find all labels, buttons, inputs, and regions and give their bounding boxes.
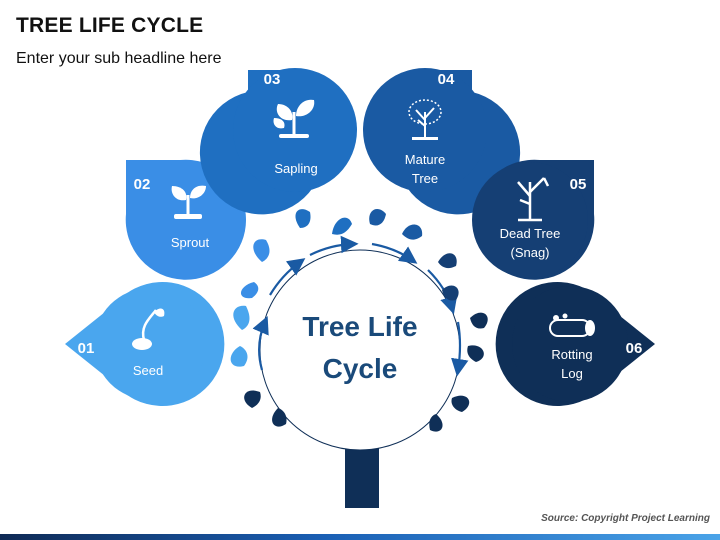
mature-tree-icon: [408, 99, 442, 140]
stage-label-line1: Seed: [133, 363, 163, 378]
sprout-icon: [171, 185, 206, 219]
stage-label-line2: Tree: [412, 171, 438, 186]
rotting-log-icon: [549, 313, 595, 337]
leaf: [442, 285, 459, 301]
stage-label-line1: Rotting: [551, 347, 592, 362]
leaf: [429, 414, 443, 432]
bottom-accent-bar: [0, 534, 720, 540]
stage-label-line1: Dead Tree: [500, 226, 561, 241]
leaf: [253, 239, 270, 262]
stage-label-line1: Mature: [405, 152, 445, 167]
leaf: [467, 345, 484, 362]
sapling-icon: [273, 99, 315, 138]
stage-seed: 01 Seed: [65, 282, 225, 407]
leaf: [230, 346, 248, 367]
page-subtitle: Enter your sub headline here: [16, 50, 222, 67]
center-title-line2: Cycle: [323, 353, 398, 384]
leaf: [240, 282, 259, 299]
dead-tree-icon: [517, 177, 550, 222]
stage-number: 02: [134, 176, 151, 193]
leaves: [230, 209, 488, 432]
stage-number: 06: [626, 340, 643, 357]
leaf: [470, 312, 488, 329]
leaf: [451, 395, 470, 412]
leaf: [295, 209, 311, 228]
stage-rotting-log: 06 Rotting Log: [495, 282, 655, 406]
leaf: [438, 253, 457, 269]
stage-circle: [512, 286, 628, 402]
stage-number: 01: [78, 340, 95, 357]
stage-sapling: 03 Sapling: [199, 68, 357, 215]
leaf: [332, 217, 352, 235]
stage-label-line1: Sapling: [274, 161, 317, 176]
stage-label-line2: (Snag): [510, 245, 549, 260]
leaf: [369, 209, 386, 226]
cycle-arrows: [252, 235, 469, 377]
stage-number: 04: [438, 71, 455, 88]
stage-label-line1: Sprout: [171, 235, 210, 250]
stage-dead-tree: 05 Dead Tree (Snag): [472, 159, 595, 280]
stage-number: 03: [264, 71, 281, 88]
tree-trunk: [345, 440, 379, 508]
stage-mature-tree: 04 Mature Tree: [363, 68, 521, 215]
stage-number: 05: [570, 176, 587, 193]
leaf: [233, 305, 250, 330]
leaf: [402, 224, 423, 240]
center-title-line1: Tree Life: [302, 311, 417, 342]
stage-label-line2: Log: [561, 366, 583, 381]
page-title: TREE LIFE CYCLE: [16, 14, 204, 37]
leaf: [272, 408, 287, 427]
source-credit: Source: Copyright Project Learning: [541, 513, 710, 524]
seed-sprout-icon: [132, 308, 165, 350]
leaf: [244, 390, 261, 408]
